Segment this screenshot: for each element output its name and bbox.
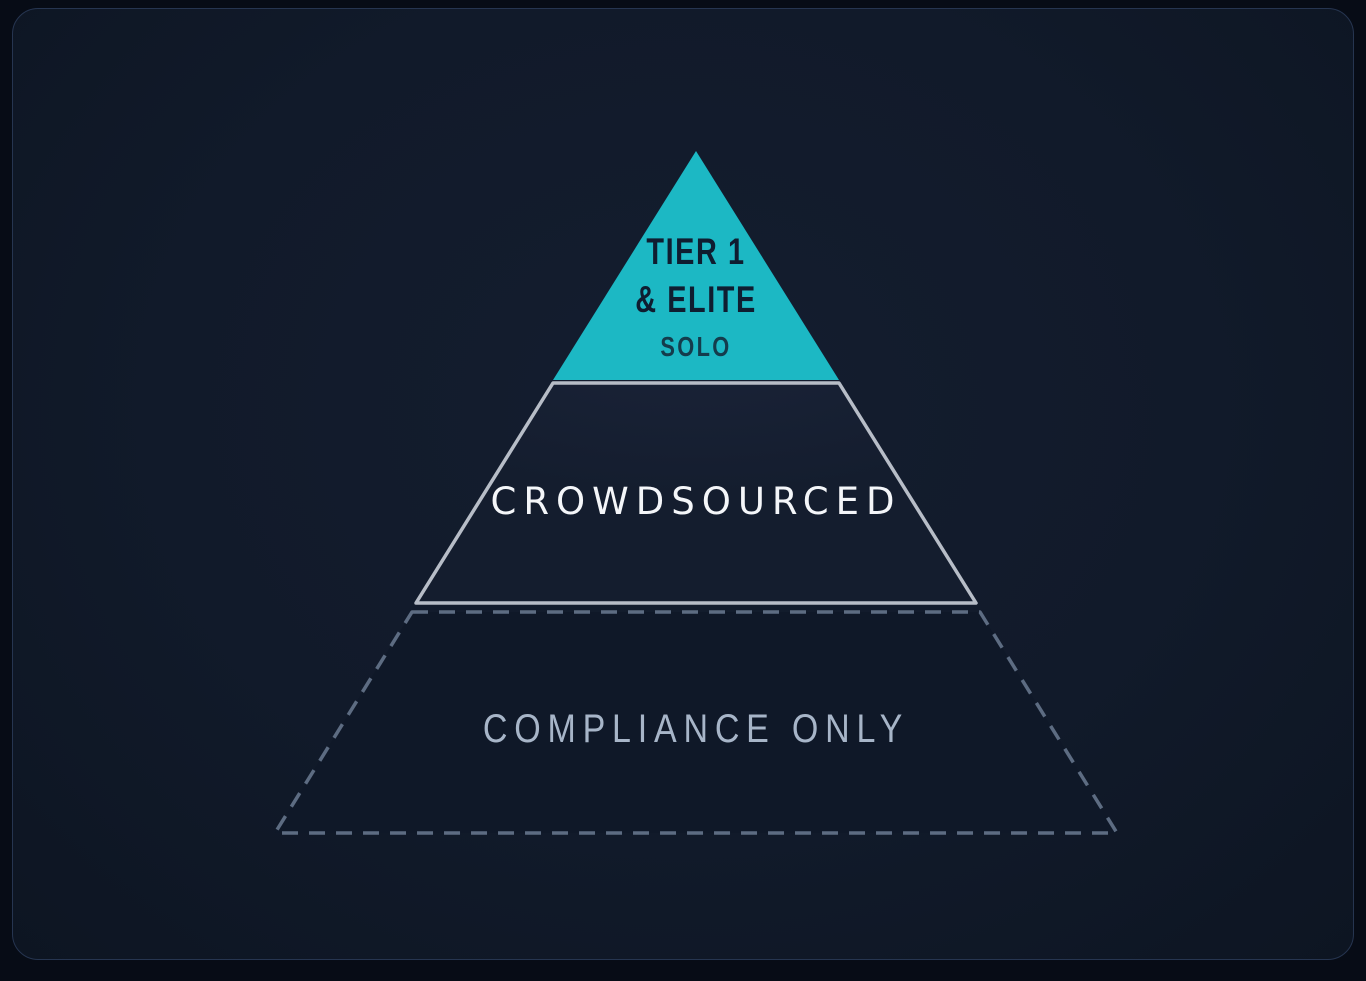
tier-bottom-label: COMPLIANCE ONLY [483,705,909,750]
tier-top-label-line1: TIER 1 [646,232,745,273]
canvas-panel: TIER 1 & ELITE SOLO CROWDSOURCED COMPLIA… [12,8,1354,960]
tier-middle-shape [414,381,978,605]
tier-bottom-shape [273,610,1119,835]
tier-top-shape [553,151,839,380]
pyramid-diagram: TIER 1 & ELITE SOLO CROWDSOURCED COMPLIA… [273,151,1119,835]
tier-bottom-label-group: COMPLIANCE ONLY [483,705,909,750]
tier-top-label-group: TIER 1 & ELITE SOLO [635,232,757,363]
tier-middle-label: CROWDSOURCED [490,480,901,523]
tier-top-sublabel: SOLO [660,331,731,362]
tier-top-label-line2: & ELITE [635,280,757,321]
